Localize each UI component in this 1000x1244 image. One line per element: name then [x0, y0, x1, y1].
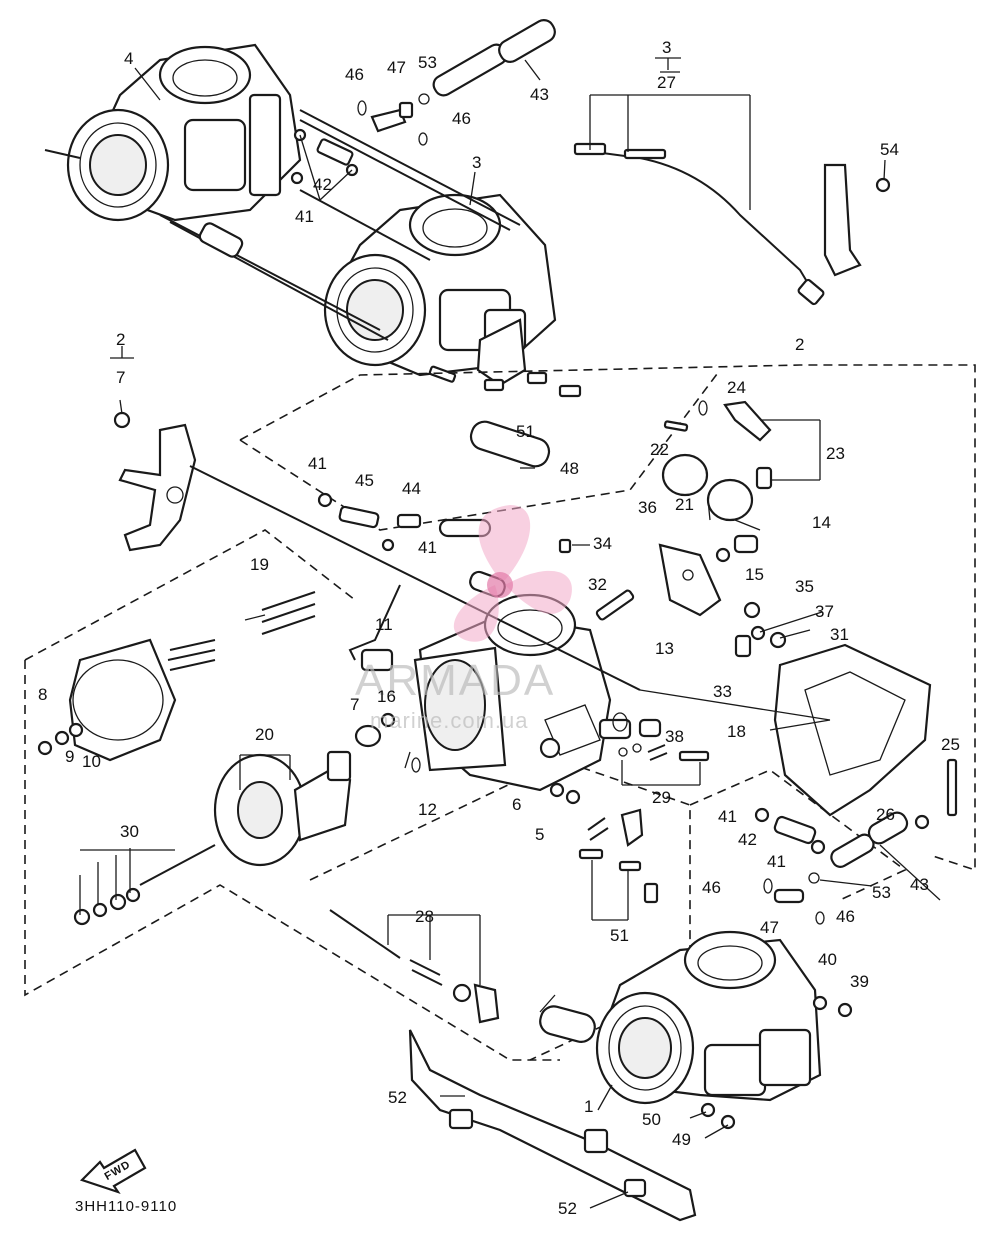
callout-11: 11	[375, 615, 393, 634]
cable-bracket	[823, 163, 891, 277]
callout-1: 1	[584, 1097, 593, 1116]
linkage-bar	[408, 1029, 697, 1222]
callout-54: 54	[880, 140, 899, 159]
callout-43: 43	[530, 85, 549, 104]
callout-29: 29	[652, 788, 671, 807]
callout-52: 52	[558, 1199, 577, 1218]
float-bowl	[639, 643, 958, 830]
callout-32: 32	[588, 575, 607, 594]
callout-4: 4	[124, 49, 133, 68]
callout-14: 14	[812, 513, 831, 532]
callout-26: 26	[876, 805, 895, 824]
diaphragm-cover-group	[37, 591, 316, 762]
washer-parts	[549, 782, 644, 847]
piston-diaphragm	[213, 750, 352, 867]
callout-31: 31	[830, 625, 849, 644]
lower-right-link-parts	[754, 807, 909, 925]
callout-53: 53	[872, 883, 891, 902]
callout-50: 50	[642, 1110, 661, 1129]
callout-23: 23	[826, 444, 845, 463]
callout-48: 48	[560, 459, 579, 478]
watermark-sub: marine.com.ua	[370, 708, 529, 733]
callout-28: 28	[415, 907, 434, 926]
watermark-name: ARMADA	[355, 656, 555, 705]
needle-set	[73, 844, 216, 926]
callout-19: 19	[250, 555, 269, 574]
callout-49: 49	[672, 1130, 691, 1149]
top-carburetor-assembly	[44, 43, 582, 468]
callout-47: 47	[760, 918, 779, 937]
idle-screw-set	[329, 909, 500, 1024]
callout-18: 18	[727, 722, 746, 741]
callout-34: 34	[593, 534, 612, 553]
callout-33: 33	[713, 682, 732, 701]
callout-2: 2	[116, 330, 125, 349]
callout-22: 22	[650, 440, 669, 459]
callout-24: 24	[727, 378, 746, 397]
callout-51: 51	[516, 422, 535, 441]
callout-43: 43	[910, 875, 929, 894]
group-lower-left-bottom	[24, 660, 560, 1061]
callout-3: 3	[472, 153, 481, 172]
callout-13: 13	[655, 639, 674, 658]
callout-37: 37	[815, 602, 834, 621]
callout-6: 6	[512, 795, 521, 814]
callout-46: 46	[345, 65, 364, 84]
callout-25: 25	[941, 735, 960, 754]
callout-39: 39	[850, 972, 869, 991]
callout-36: 36	[638, 498, 657, 517]
callout-38: 38	[665, 727, 684, 746]
leader-lines	[119, 59, 941, 1209]
callout-21: 21	[675, 495, 694, 514]
group-lower-left-boundary	[24, 529, 356, 661]
callout-30: 30	[120, 822, 139, 841]
callout-40: 40	[818, 950, 837, 969]
center-carburetor-body	[348, 584, 632, 792]
callout-12: 12	[418, 800, 437, 819]
callout-16: 16	[377, 687, 396, 706]
callout-51: 51	[610, 926, 629, 945]
callout-41: 41	[308, 454, 327, 473]
callout-42: 42	[738, 830, 757, 849]
callout-35: 35	[795, 577, 814, 596]
callout-15: 15	[745, 565, 764, 584]
screw-parts-center	[558, 538, 635, 621]
diagram-code: 3HH110-9110	[75, 1198, 177, 1215]
callout-46: 46	[702, 878, 721, 897]
callout-2: 2	[795, 335, 804, 354]
group-2-boundary	[239, 364, 976, 872]
callout-9: 9	[65, 747, 74, 766]
top-fittings	[357, 19, 556, 146]
callout-44: 44	[402, 479, 421, 498]
callout-45: 45	[355, 471, 374, 490]
choke-lever-parts	[658, 400, 821, 658]
fwd-arrow	[79, 1148, 147, 1195]
callout-47: 47	[387, 58, 406, 77]
jet-parts	[612, 712, 710, 786]
callout-20: 20	[255, 725, 274, 744]
callout-7: 7	[116, 368, 125, 387]
callout-5: 5	[535, 825, 544, 844]
watermark: ARMADA marine.com.ua	[355, 505, 572, 733]
callout-10: 10	[82, 752, 101, 771]
callout-3: 3	[662, 38, 671, 57]
group-lower-right-boundary	[689, 769, 907, 901]
callout-41: 41	[295, 207, 314, 226]
throttle-cable	[573, 57, 825, 306]
callout-42: 42	[313, 175, 332, 194]
callout-7: 7	[350, 695, 359, 714]
callout-52: 52	[388, 1088, 407, 1107]
callout-41: 41	[767, 852, 786, 871]
callout-8: 8	[38, 685, 47, 704]
bottom-carburetor	[539, 930, 853, 1130]
lower-linkage-parts	[578, 848, 659, 921]
callout-46: 46	[452, 109, 471, 128]
callout-41: 41	[718, 807, 737, 826]
callout-27: 27	[657, 73, 676, 92]
callout-46: 46	[836, 907, 855, 926]
callout-41: 41	[418, 538, 437, 557]
left-bracket	[110, 346, 197, 552]
callout-53: 53	[418, 53, 437, 72]
